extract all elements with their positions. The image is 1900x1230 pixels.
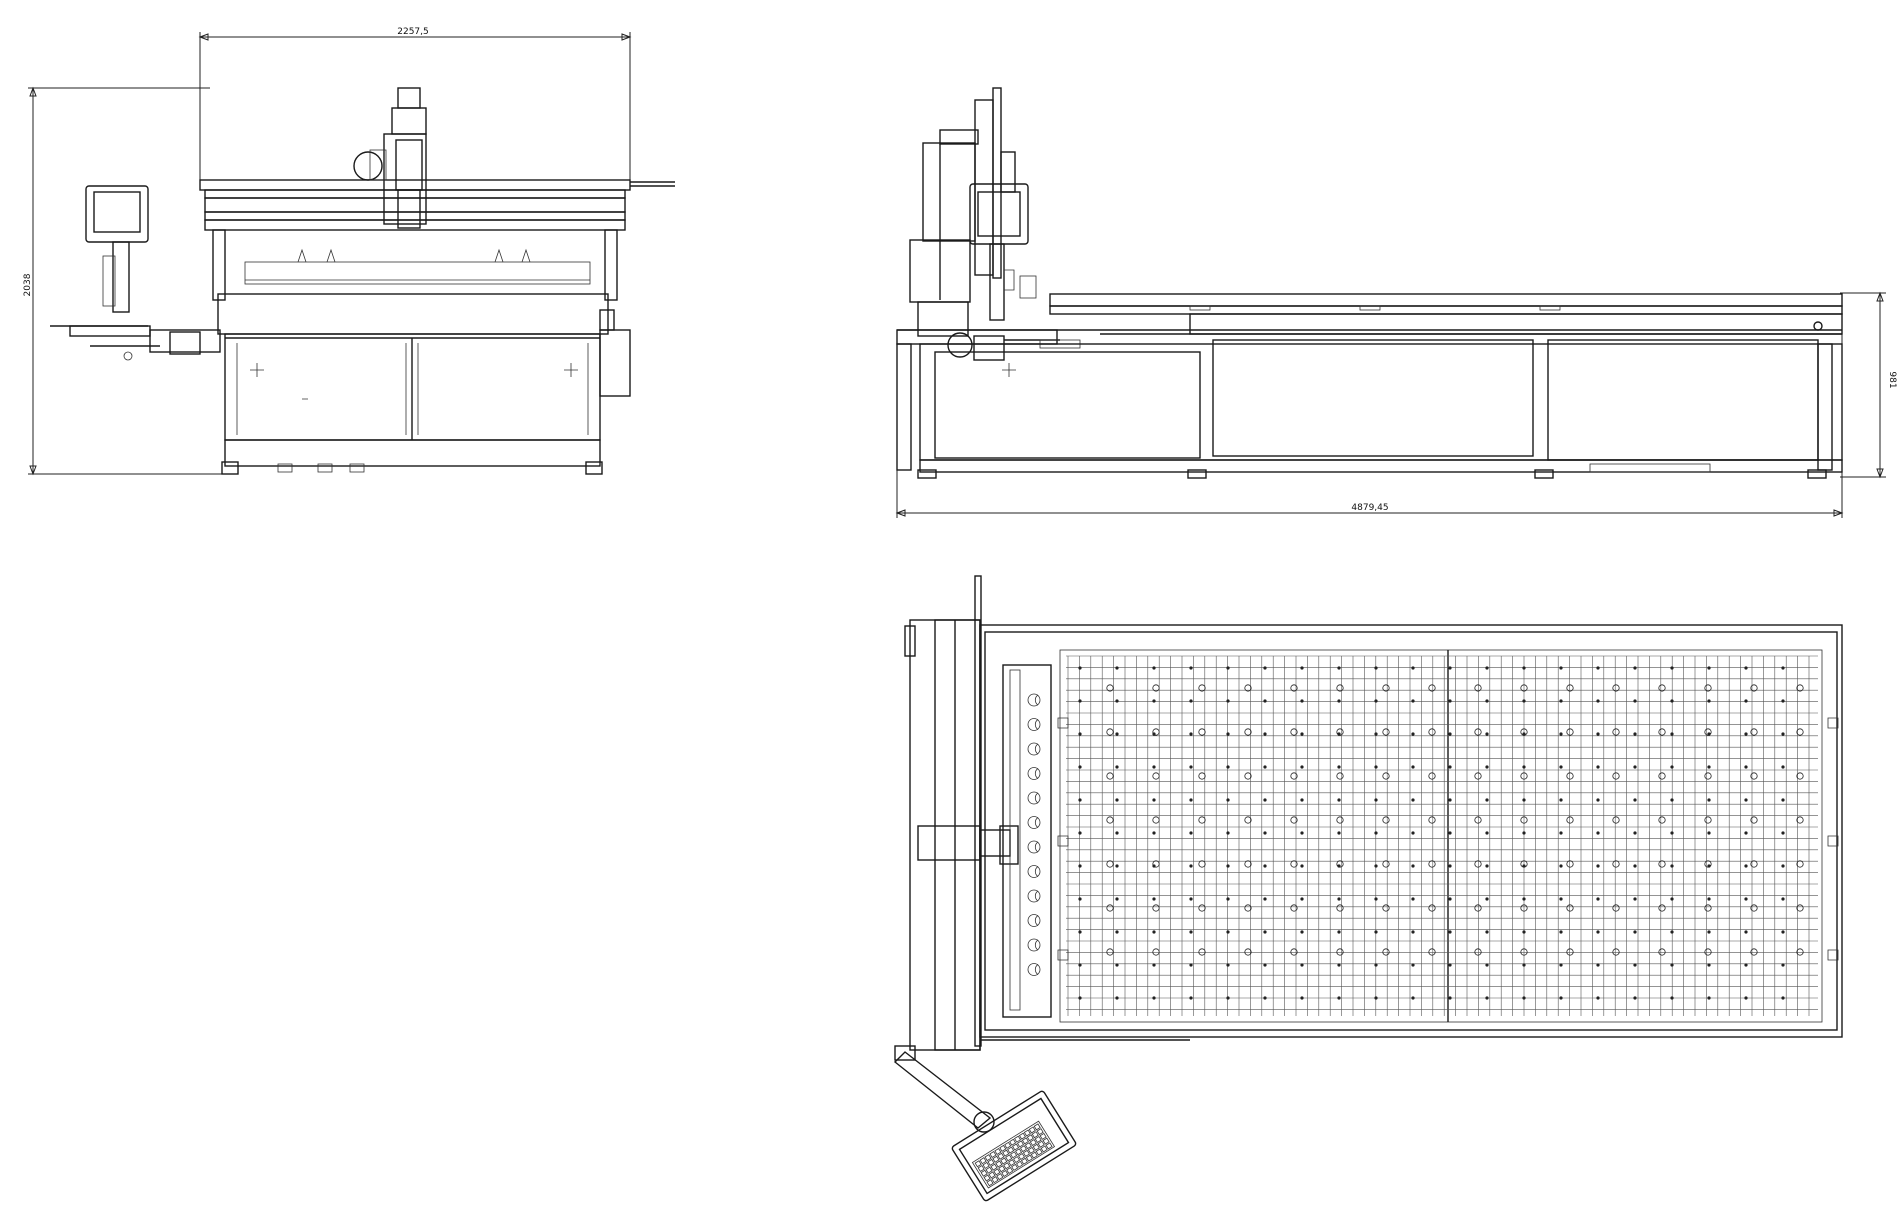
side-view: 981 4879,45	[895, 87, 1897, 518]
front-width-dimension: 2257,5	[397, 27, 429, 37]
tool-rack	[1027, 693, 1041, 976]
side-height-dimension: 981	[1887, 371, 1897, 388]
front-view: 2257,5 2038	[23, 27, 675, 476]
top-view	[893, 575, 1843, 1202]
side-length-dimension: 4879,45	[1351, 503, 1388, 513]
front-height-dimension: 2038	[23, 273, 33, 296]
vacuum-table-grid	[1066, 655, 1818, 1016]
keyboard	[974, 1123, 1053, 1187]
vacuum-table-holes	[1078, 666, 1804, 1000]
